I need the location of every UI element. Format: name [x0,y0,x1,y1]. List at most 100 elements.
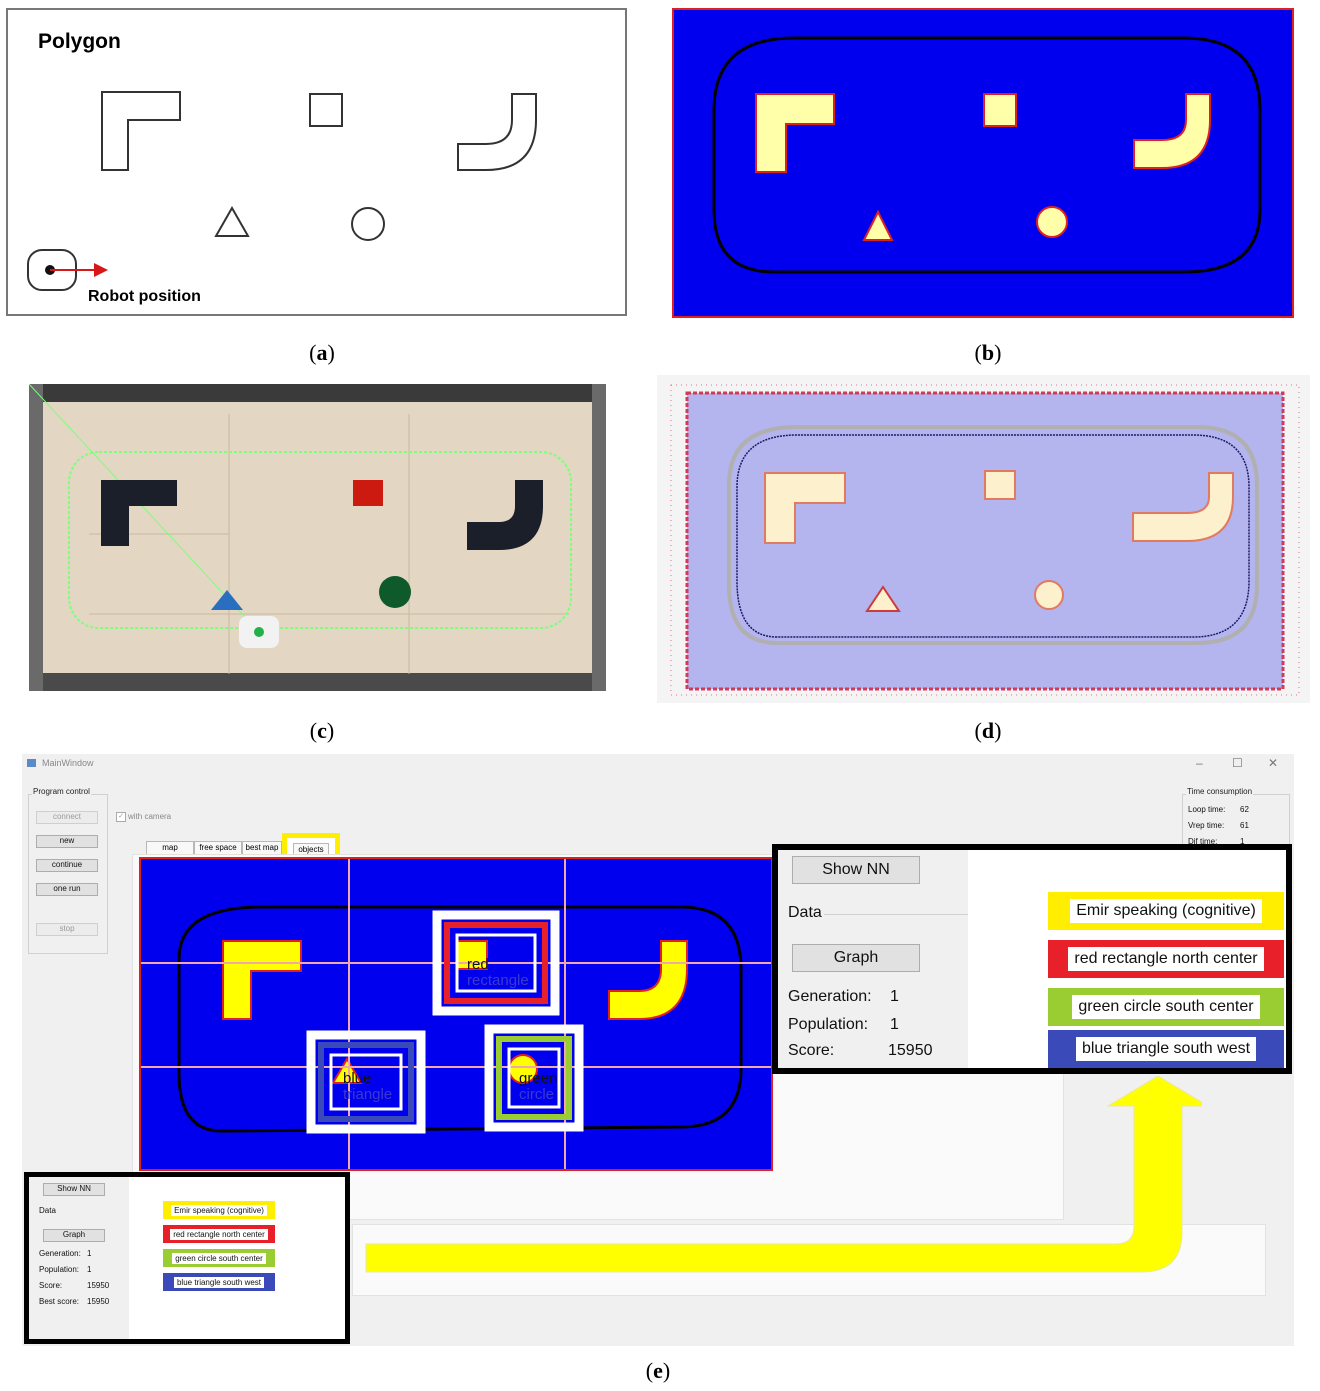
output-red-rectangle-small: red rectangle north center [163,1225,275,1243]
output-green-circle: green circle south center [1048,988,1284,1026]
show-nn-button[interactable]: Show NN [43,1183,105,1196]
triangle-obstacle-e [331,1057,363,1084]
generation-value-zoomed: 1 [890,988,899,1005]
l-shape-outline [101,91,181,171]
red-rectangle-label: red rectangle [467,956,529,989]
panel-d-occupancy [657,375,1310,703]
program-control-label: Program control [32,787,91,796]
graph-button[interactable]: Graph [43,1229,105,1242]
gray-path [727,425,1259,645]
black-curve-block [467,480,543,550]
caption-d: (d) [974,718,1002,743]
dif-time-label: Dif time: [1188,837,1218,846]
output-blue-triangle: blue triangle south west [1048,1030,1284,1068]
data-label-zoomed: Data [788,904,822,921]
close-icon[interactable]: ✕ [1268,756,1279,770]
red-block [353,480,383,506]
minimize-icon[interactable]: – [1196,756,1203,770]
window-title: MainWindow [42,758,94,768]
robot-position-label: Robot position [88,288,201,305]
arena-photo [29,384,606,691]
caption-a: (a) [309,340,335,365]
square-obstacle-d [984,470,1016,500]
generation-label-zoomed: Generation: [788,988,872,1005]
curve-obstacle [1133,93,1211,169]
robot-trajectory-e [177,905,743,1133]
tab-map[interactable]: map [146,841,194,855]
output-emir-speaking-small: Emir speaking (cognitive) [163,1201,275,1219]
continue-button[interactable]: continue [36,859,98,872]
with-camera-label: with camera [128,812,172,821]
curve-obstacle-e [608,940,688,1020]
population-value-zoomed: 1 [890,1016,899,1033]
occupancy-map [670,384,1300,696]
output-green-circle-small: green circle south center [163,1249,275,1267]
app-icon [27,759,36,767]
panel-c-photo [29,384,606,691]
vrep-time-value: 61 [1240,821,1249,830]
panel-a-title: Polygon [38,30,121,53]
tab-best-map[interactable]: best map [242,841,282,855]
stop-button[interactable]: stop [36,923,98,936]
data-label: Data [39,1206,56,1215]
green-cylinder [379,576,411,608]
navy-path [736,434,1250,638]
generation-value: 1 [87,1249,92,1258]
generation-label: Generation: [39,1249,81,1258]
one-run-button[interactable]: one run [36,883,98,896]
score-value-zoomed: 15950 [888,1042,933,1059]
square-obstacle [983,93,1017,127]
blue-triangle-block [211,590,243,610]
green-circle-box [496,1036,572,1120]
caption-c: (c) [309,718,335,743]
output-red-rectangle: red rectangle north center [1048,940,1284,978]
tab-free-space[interactable]: free space [194,841,242,855]
score-label-zoomed: Score: [788,1042,835,1059]
nn-panel-zoomed: Show NN Data Graph Generation: 1 Populat… [772,844,1292,1074]
vrep-time-label: Vrep time: [1188,821,1225,830]
triangle-outline [214,205,250,237]
show-nn-button-zoomed[interactable]: Show NN [792,856,920,884]
triangle-obstacle-d [865,585,901,612]
graph-button-zoomed[interactable]: Graph [792,944,920,972]
blue-triangle-box [318,1042,414,1122]
caption-b: (b) [974,340,1002,365]
connect-button[interactable]: connect [36,811,98,824]
data-divider-zoomed [824,914,968,915]
polygon-sketch [27,91,537,291]
nn-sidebar-original [29,1177,129,1339]
tab-bar: map free space best map [146,841,346,857]
population-label-zoomed: Population: [788,1016,869,1033]
output-emir-speaking: Emir speaking (cognitive) [1048,892,1284,930]
robot-arrow [94,263,108,277]
caption-e: (e) [645,1358,671,1383]
nn-panel-original: Show NN Data Graph Generation: 1 Populat… [24,1172,350,1344]
maximize-icon[interactable]: ☐ [1232,756,1243,770]
black-l-block [101,480,177,546]
time-consumption-label: Time consumption [1186,787,1254,796]
robot-trajectory [712,36,1262,274]
blue-triangle-box-outer [306,1030,426,1134]
green-circle-box-outer [484,1024,584,1132]
green-circle-label: green circle [519,1070,558,1103]
triangle-obstacle [862,209,894,241]
blue-triangle-label: blue triangle [343,1070,393,1103]
loop-time-value: 62 [1240,805,1249,814]
population-value: 1 [87,1265,92,1274]
green-path [68,451,572,629]
best-score-label: Best score: [39,1297,80,1306]
l-obstacle-e [222,940,302,1020]
objects-map [141,859,771,1169]
best-score-value: 15950 [87,1297,110,1306]
panel-b-map [672,8,1294,318]
population-label: Population: [39,1265,80,1274]
with-camera-checkbox[interactable]: ✓ [116,812,126,822]
red-rectangle-box [444,922,548,1004]
curve-shape-outline [457,93,537,171]
circle-obstacle [1036,206,1068,238]
score-label: Score: [39,1281,63,1290]
objects-map-canvas: red rectangle blue triangle green circle [139,857,773,1171]
circle-obstacle-d [1034,580,1064,610]
new-button[interactable]: new [36,835,98,848]
output-blue-triangle-small: blue triangle south west [163,1273,275,1291]
